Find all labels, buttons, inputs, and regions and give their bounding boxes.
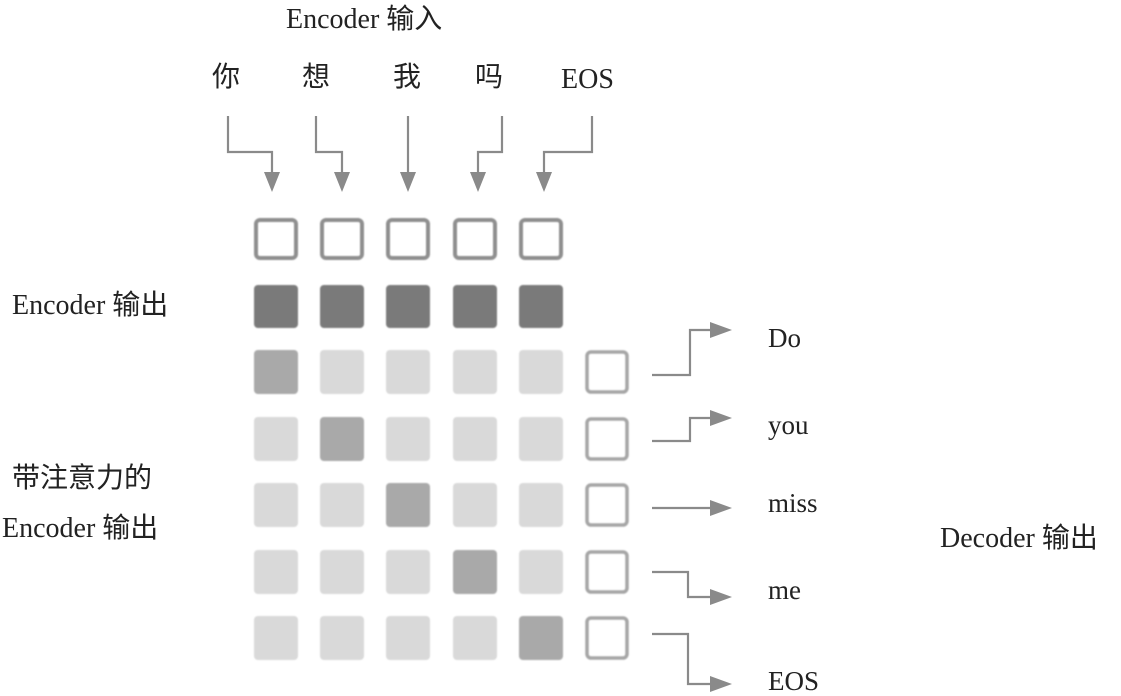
decoder-arrow-me — [652, 570, 712, 599]
decoder-output-token-me: me — [768, 575, 801, 605]
attention-cell — [453, 483, 497, 527]
encoder-input-box — [519, 218, 563, 260]
encoder-input-token-2: 想 — [302, 62, 331, 93]
decoder-output-token-do: Do — [768, 323, 801, 353]
encoder-input-token-4: 吗 — [475, 62, 504, 93]
attention-cell-focus — [254, 350, 298, 394]
attention-cell — [386, 550, 430, 594]
encoder-input-boxes — [254, 218, 563, 260]
attention-cell — [453, 616, 497, 660]
decoder-box — [585, 616, 629, 660]
attention-cell — [254, 417, 298, 461]
attention-cell — [320, 550, 364, 594]
decoder-box — [585, 350, 629, 394]
input-arrow-3-head — [400, 172, 416, 192]
encoder-output-boxes — [254, 285, 563, 328]
attention-cell — [320, 483, 364, 527]
attention-label-line1: 带注意力的 — [12, 463, 153, 494]
encoder-output-box — [519, 285, 563, 328]
attention-cell — [320, 350, 364, 394]
input-arrow-5-head — [536, 172, 552, 192]
attention-cell-focus — [519, 616, 563, 660]
encoder-output-box — [453, 285, 497, 328]
decoder-output-token-miss: miss — [768, 488, 818, 518]
attention-cell — [386, 417, 430, 461]
decoder-output-token-you: you — [768, 410, 809, 440]
attention-cell — [386, 616, 430, 660]
input-arrow-2-head — [334, 172, 350, 192]
encoder-output-box — [254, 285, 298, 328]
decoder-output-token-eos: EOS — [768, 666, 820, 696]
attention-cell — [254, 483, 298, 527]
decoder-arrow-you-head — [710, 410, 732, 426]
attention-grid — [254, 350, 563, 660]
input-arrow-4 — [476, 116, 504, 182]
input-arrow-1-head — [264, 172, 280, 192]
encoder-input-token-3: 我 — [393, 62, 422, 93]
encoder-input-box — [254, 218, 298, 260]
decoder-boxes — [585, 350, 629, 660]
attention-cell — [254, 616, 298, 660]
attention-cell-focus — [320, 417, 364, 461]
attention-cell — [453, 350, 497, 394]
input-arrow-5 — [542, 116, 594, 182]
encoder-input-box — [386, 218, 430, 260]
decoder-box — [585, 417, 629, 461]
input-arrow-4-head — [470, 172, 486, 192]
decoder-arrow-me-head — [710, 589, 732, 605]
decoder-arrow-miss-head — [710, 500, 732, 516]
encoder-output-label: Encoder 输出 — [12, 290, 169, 321]
encoder-output-box — [320, 285, 364, 328]
attention-cell — [519, 417, 563, 461]
decoder-arrow-do-head — [710, 322, 732, 338]
encoder-output-box — [386, 285, 430, 328]
decoder-output-arrows — [652, 322, 732, 692]
input-arrow-2 — [314, 116, 344, 182]
decoder-box — [585, 550, 629, 594]
attention-cell — [519, 350, 563, 394]
attention-cell — [519, 483, 563, 527]
attention-cell — [519, 550, 563, 594]
encoder-input-token-1: 你 — [212, 62, 241, 93]
attention-cell-focus — [453, 550, 497, 594]
encoder-input-token-eos: EOS — [561, 64, 614, 95]
input-arrow-1 — [226, 116, 274, 182]
decoder-arrow-eos-head — [710, 676, 732, 692]
decoder-output-label: Decoder 输出 — [940, 523, 1098, 554]
attention-cell-focus — [386, 483, 430, 527]
attention-label-line2: Encoder 输出 — [2, 513, 159, 544]
decoder-box — [585, 483, 629, 527]
encoder-input-arrows — [226, 116, 594, 192]
attention-cell — [453, 417, 497, 461]
encoder-input-title: Encoder 输入 — [286, 4, 443, 35]
attention-cell — [254, 550, 298, 594]
encoder-input-box — [320, 218, 364, 260]
decoder-arrow-do — [652, 328, 712, 377]
attention-cell — [386, 350, 430, 394]
decoder-arrow-eos — [652, 632, 712, 686]
decoder-arrow-you — [652, 416, 712, 443]
encoder-input-box — [453, 218, 497, 260]
attention-cell — [320, 616, 364, 660]
